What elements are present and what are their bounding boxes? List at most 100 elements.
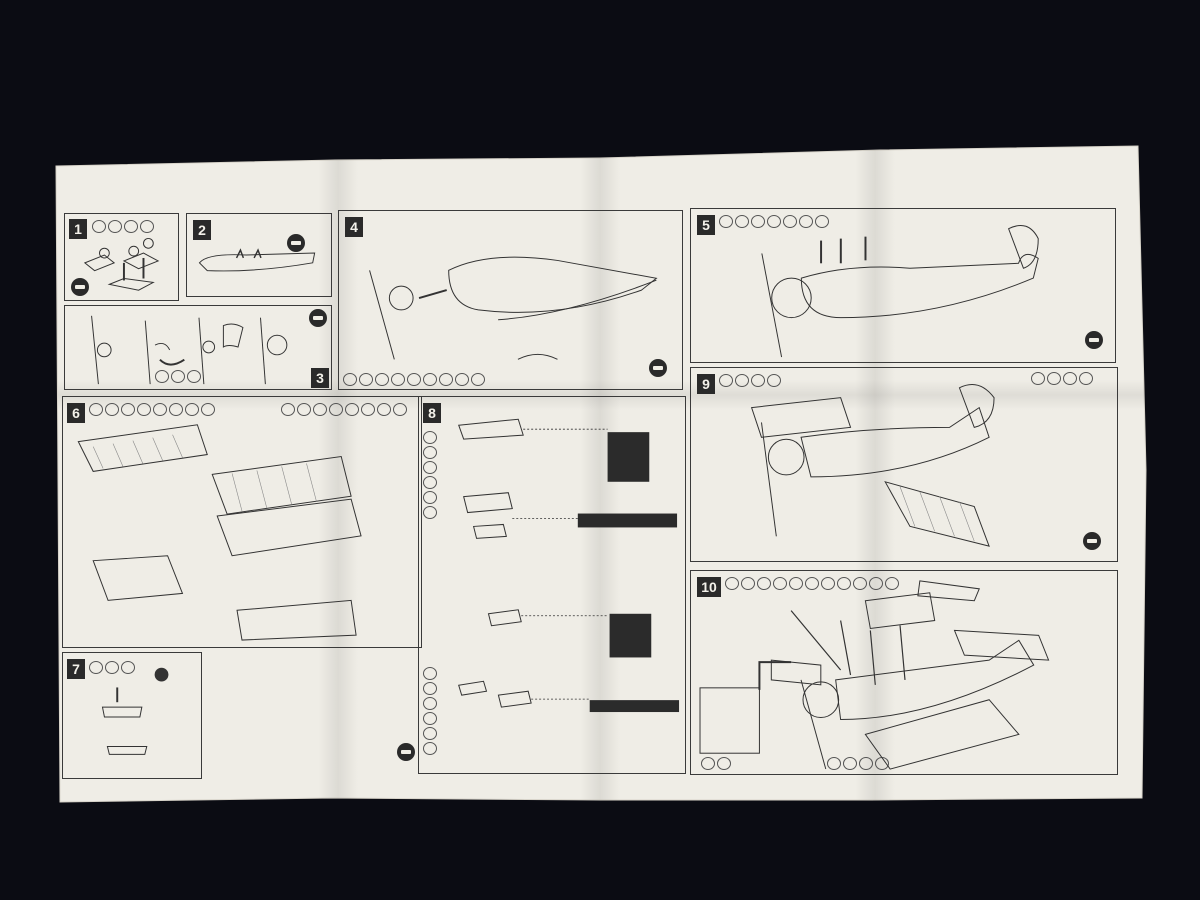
part-number [297, 403, 311, 416]
part-number [171, 370, 185, 383]
part-number [869, 577, 883, 590]
no-glue-icon [71, 278, 89, 296]
step-4-panel: 4 [338, 210, 683, 390]
glue-icon [649, 359, 667, 377]
step-6-panel: 6 [62, 396, 422, 648]
part-number [121, 661, 135, 674]
step-7-number: 7 [67, 659, 85, 679]
step-6-parts-right [281, 403, 407, 416]
part-number [313, 403, 327, 416]
part-number [815, 215, 829, 228]
part-number [201, 403, 215, 416]
part-number [359, 373, 373, 386]
part-number [89, 661, 103, 674]
step-2-number: 2 [193, 220, 211, 240]
step-5-drawing [761, 225, 1039, 358]
part-number [773, 577, 787, 590]
part-number [885, 577, 899, 590]
part-number [719, 374, 733, 387]
part-number [725, 577, 739, 590]
step-5-number: 5 [697, 215, 715, 235]
step-1-number: 1 [69, 219, 87, 239]
step-7-panel: 7 [62, 652, 202, 779]
part-number [423, 491, 437, 504]
part-number [767, 374, 781, 387]
part-number [187, 370, 201, 383]
part-number [767, 215, 781, 228]
step-10-number: 10 [697, 577, 721, 597]
step-2-drawing [198, 248, 316, 272]
part-number [821, 577, 835, 590]
step-6-drawing [77, 424, 362, 641]
part-number [735, 215, 749, 228]
part-number [735, 374, 749, 387]
part-number [105, 403, 119, 416]
part-number [789, 577, 803, 590]
step-7-drawing [101, 667, 169, 755]
part-number [329, 403, 343, 416]
part-number [89, 403, 103, 416]
glue-icon [287, 234, 305, 252]
part-number [124, 220, 138, 233]
part-number [423, 446, 437, 459]
step-3-drawing [91, 315, 288, 385]
part-number [1047, 372, 1061, 385]
step-5-parts [719, 215, 829, 228]
step-6-number: 6 [67, 403, 85, 423]
part-number [423, 667, 437, 680]
step-3-panel: 3 [64, 305, 332, 390]
part-number [751, 374, 765, 387]
part-number [423, 431, 437, 444]
step-8-parts-bottom [423, 667, 437, 755]
step-8-parts-top [423, 431, 437, 519]
part-number [701, 757, 715, 770]
glue-icon [309, 309, 327, 327]
step-9-panel: 9 [690, 367, 1118, 562]
step-10-panel: 10 [690, 570, 1118, 775]
part-number [121, 403, 135, 416]
step-8-number: 8 [423, 403, 441, 423]
part-number [155, 370, 169, 383]
part-number [423, 712, 437, 725]
part-number [719, 215, 733, 228]
step-6-parts-left [89, 403, 215, 416]
part-number [423, 682, 437, 695]
part-number [423, 461, 437, 474]
part-number [140, 220, 154, 233]
step-10-parts-top [725, 577, 899, 590]
part-number [343, 373, 357, 386]
part-number [169, 403, 183, 416]
part-number [137, 403, 151, 416]
part-number [407, 373, 421, 386]
part-number [423, 373, 437, 386]
part-number [741, 577, 755, 590]
part-number [1031, 372, 1045, 385]
step-4-parts [343, 373, 485, 386]
part-number [455, 373, 469, 386]
step-10-parts-bottom-left [701, 757, 731, 770]
step-2-panel: 2 [186, 213, 332, 297]
step-4-drawing [369, 256, 658, 360]
step-1-panel: 1 [64, 213, 179, 301]
part-number [423, 476, 437, 489]
part-number [375, 373, 389, 386]
step-7-parts [89, 661, 135, 674]
step-4-number: 4 [345, 217, 363, 237]
part-number [1063, 372, 1077, 385]
part-number [853, 577, 867, 590]
glue-icon [1083, 532, 1101, 550]
step-1-parts [92, 220, 154, 233]
part-number [783, 215, 797, 228]
step-3-number: 3 [311, 368, 329, 388]
part-number [799, 215, 813, 228]
part-number [717, 757, 731, 770]
part-number [423, 506, 437, 519]
part-number [757, 577, 771, 590]
part-number [837, 577, 851, 590]
part-number [827, 757, 841, 770]
part-number [423, 697, 437, 710]
part-number [345, 403, 359, 416]
step-8-panel: 8 [397, 396, 686, 774]
